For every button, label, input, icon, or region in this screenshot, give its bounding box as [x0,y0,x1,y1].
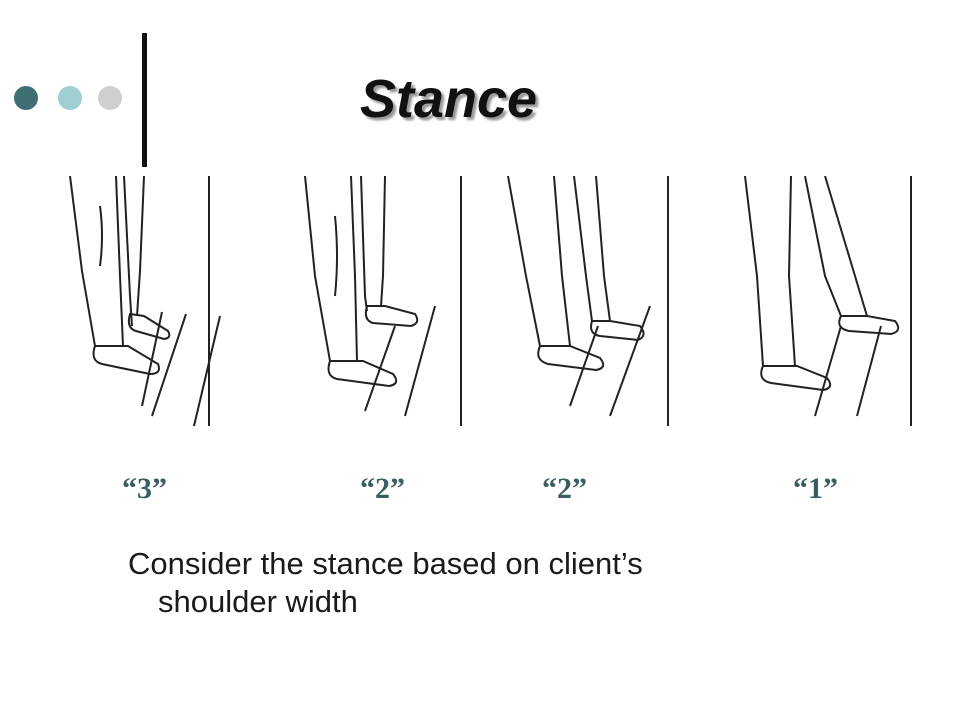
stance-label-3: “2” [542,472,587,505]
decorative-dots [14,86,124,114]
stance-illustration-3 [507,176,669,426]
dot-grey [98,86,122,110]
slide-title: Stance [360,69,538,129]
stance-label-2: “2” [360,472,405,505]
dot-dark-teal [14,86,38,110]
stance-illustrations [60,176,920,430]
body-line-2: shoulder width [158,584,358,619]
dot-light-teal [58,86,82,110]
body-text: Consider the stance based on client’s sh… [128,545,848,621]
stance-illustration-4 [744,176,912,426]
stance-label-1: “3” [122,472,167,505]
body-line-1: Consider the stance based on client’s [128,546,643,581]
title-divider-line [142,33,147,167]
stance-illustration-1 [69,176,221,427]
stance-illustration-2 [304,176,462,426]
stance-label-4: “1” [793,472,838,505]
